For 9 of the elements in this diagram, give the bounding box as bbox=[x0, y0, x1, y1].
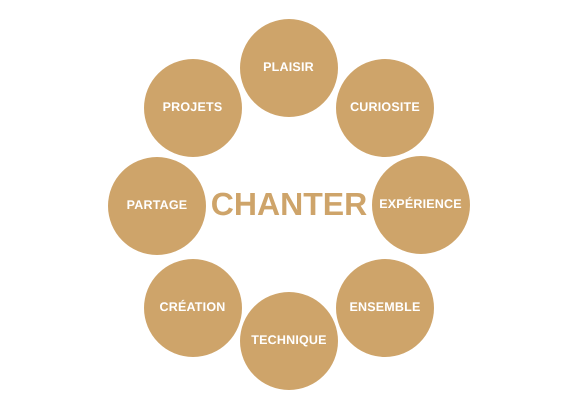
concept-label: CRÉATION bbox=[160, 301, 226, 315]
concept-label: PLAISIR bbox=[263, 61, 314, 75]
central-word: CHANTER bbox=[210, 188, 368, 220]
concept-label: ENSEMBLE bbox=[349, 301, 421, 315]
concept-label: PARTAGE bbox=[126, 198, 188, 212]
concept-label: TECHNIQUE bbox=[251, 334, 327, 348]
concept-label: EXPÉRIENCE bbox=[379, 198, 462, 212]
concept-label: CURIOSITE bbox=[350, 101, 420, 115]
concept-label: PROJETS bbox=[162, 101, 222, 115]
